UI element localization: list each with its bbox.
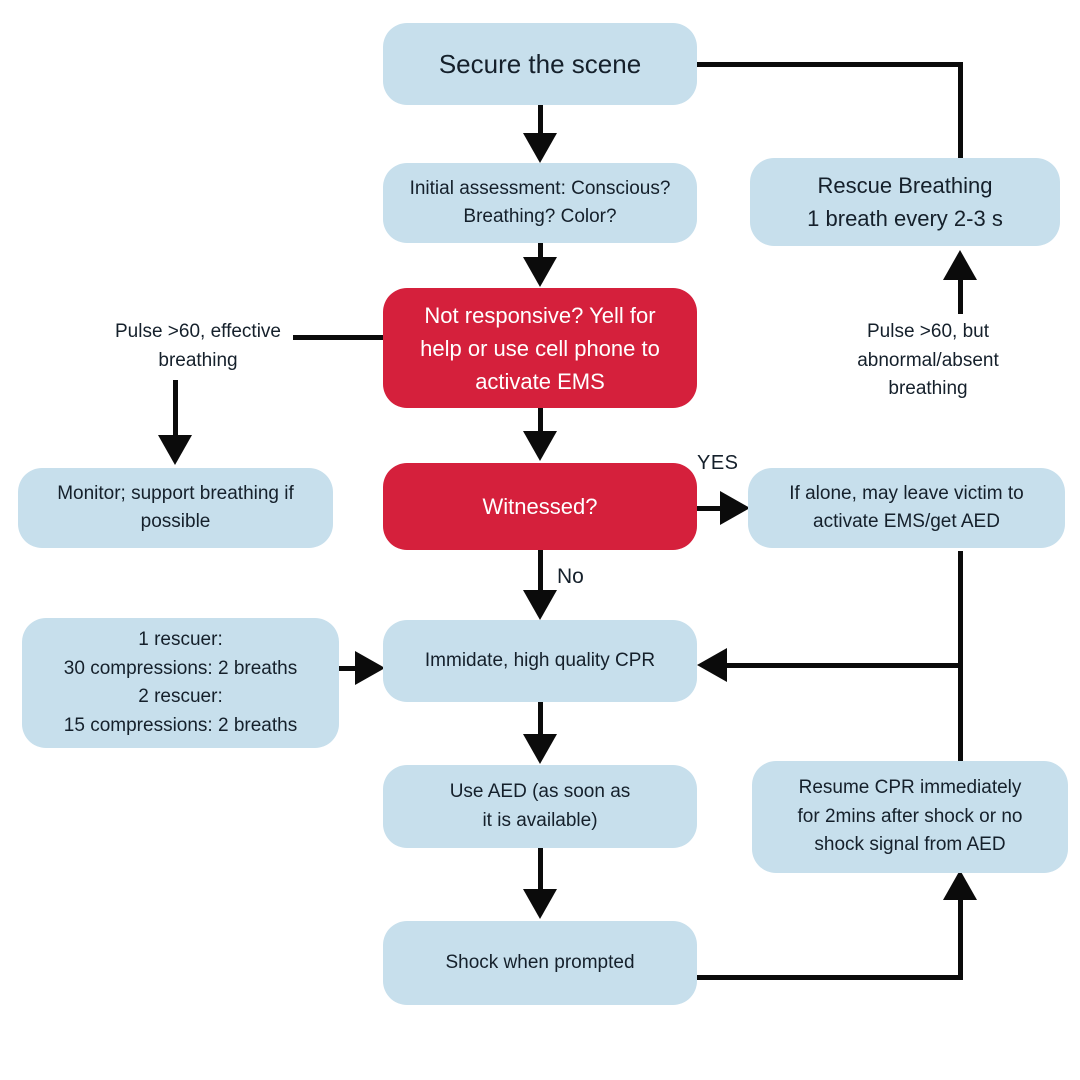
node-text: possible <box>140 511 211 532</box>
line-right-down-to-rescue-breathing <box>958 62 963 158</box>
arrow-aed-to-shock-shaft <box>538 848 543 891</box>
arrow-shock-to-resumecpr-shaft <box>958 898 963 980</box>
node-rescuers-ratio: 1 rescuer: 30 compressions: 2 breaths 2 … <box>22 618 339 748</box>
node-text: Resume CPR immediately <box>798 777 1022 799</box>
line-notresponsive-to-pulse-effective <box>293 335 383 340</box>
node-text: Rescue Breathing <box>817 173 993 198</box>
node-text: 1 rescuer: <box>138 629 223 650</box>
arrow-loop-to-cpr-shaft <box>727 663 960 668</box>
label-text: Pulse >60, effective <box>114 321 281 342</box>
label-pulse-abnormal: Pulse >60, but abnormal/absent breathing <box>828 318 1028 404</box>
arrow-initial-to-notresponsive-head <box>523 257 557 287</box>
arrow-secure-to-initial-head <box>523 133 557 163</box>
arrow-pulse-effective-to-monitor-head <box>158 435 192 465</box>
label-text: breathing <box>888 378 968 399</box>
node-use-aed: Use AED (as soon as it is available) <box>383 765 697 848</box>
node-text: 1 breath every 2-3 s <box>807 206 1003 231</box>
node-text: shock signal from AED <box>814 834 1006 856</box>
arrow-witnessed-to-ifalone-shaft <box>697 506 723 511</box>
node-text: Secure the scene <box>438 48 642 79</box>
node-text: Witnessed? <box>482 494 598 519</box>
arrow-witnessed-to-cpr-shaft <box>538 550 543 592</box>
node-shock: Shock when prompted <box>383 921 697 1005</box>
node-text: Immidate, high quality CPR <box>424 649 656 671</box>
node-text: Monitor; support breathing if <box>57 482 294 504</box>
label-text: breathing <box>158 349 238 371</box>
node-text: activate EMS/get AED <box>813 511 1000 532</box>
node-text: 15 compressions: 2 breaths <box>63 714 298 736</box>
node-secure-scene: Secure the scene <box>383 23 697 105</box>
node-text: activate EMS <box>475 368 605 394</box>
line-secure-to-right <box>697 62 963 67</box>
node-not-responsive: Not responsive? Yell for help or use cel… <box>383 288 697 408</box>
node-text: Not responsive? Yell for <box>424 302 656 328</box>
node-text: help or use cell phone to <box>420 335 660 361</box>
arrow-pulseabnormal-to-rescuebreathing-head <box>943 250 977 280</box>
line-shock-to-right <box>697 975 963 980</box>
label-no: No <box>557 565 584 588</box>
node-text: Breathing? Color? <box>463 206 617 227</box>
node-rescue-breathing: Rescue Breathing 1 breath every 2-3 s <box>750 158 1060 246</box>
node-text: If alone, may leave victim to <box>789 482 1024 504</box>
arrow-witnessed-to-cpr-head <box>523 590 557 620</box>
arrow-pulseabnormal-to-rescuebreathing-shaft <box>958 280 963 314</box>
arrow-rescuers-to-cpr-shaft <box>339 666 359 671</box>
arrow-cpr-to-aed-head <box>523 734 557 764</box>
label-text: Pulse >60, but <box>866 321 989 342</box>
arrow-witnessed-to-ifalone-head <box>720 491 750 525</box>
node-text: Shock when prompted <box>445 951 635 973</box>
node-text: for 2mins after shock or no <box>797 805 1023 827</box>
node-initial-assessment: Initial assessment: Conscious? Breathing… <box>383 163 697 243</box>
node-resume-cpr: Resume CPR immediately for 2mins after s… <box>752 761 1068 873</box>
arrow-notresponsive-to-witnessed-shaft <box>538 408 543 433</box>
node-text: Use AED (as soon as <box>449 781 631 802</box>
node-monitor: Monitor; support breathing if possible <box>18 468 333 548</box>
node-text: it is available) <box>482 809 598 831</box>
node-text: 2 rescuer: <box>138 686 223 707</box>
arrow-loop-to-cpr-head <box>697 648 727 682</box>
arrow-aed-to-shock-head <box>523 889 557 919</box>
label-text: abnormal/absent <box>857 349 999 371</box>
node-text: Initial assessment: Conscious? <box>409 177 671 199</box>
arrow-rescuers-to-cpr-head <box>355 651 385 685</box>
arrow-cpr-to-aed-shaft <box>538 702 543 736</box>
arrow-pulse-effective-to-monitor-shaft <box>173 380 178 437</box>
arrow-shock-to-resumecpr-head <box>943 870 977 900</box>
node-text: 30 compressions: 2 breaths <box>63 657 298 679</box>
node-witnessed: Witnessed? <box>383 463 697 550</box>
label-yes: YES <box>697 452 739 474</box>
line-ifalone-down-to-resumecpr <box>958 551 963 761</box>
node-if-alone: If alone, may leave victim to activate E… <box>748 468 1065 548</box>
arrow-secure-to-initial-shaft <box>538 105 543 135</box>
arrow-notresponsive-to-witnessed-head <box>523 431 557 461</box>
node-cpr: Immidate, high quality CPR <box>383 620 697 702</box>
arrow-initial-to-notresponsive-shaft <box>538 243 543 259</box>
label-pulse-effective: Pulse >60, effective breathing <box>78 318 318 375</box>
